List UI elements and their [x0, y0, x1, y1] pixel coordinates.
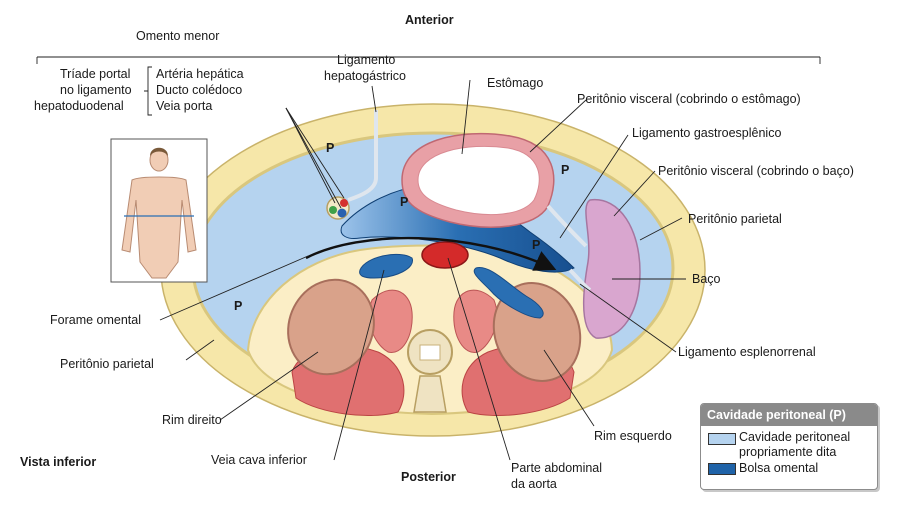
splenorenal-ligament — [568, 268, 592, 292]
vertebral-canal — [419, 344, 441, 361]
spinous-process — [413, 375, 447, 413]
rim-direito-label: Rim direito — [162, 413, 222, 427]
lig-hepatogastrico-label-1: Ligamento — [337, 53, 396, 67]
legend-title: Cavidade peritoneal (P) — [701, 404, 877, 426]
leader-lines — [36, 56, 821, 461]
legend-swatch-peritoneal-cavity — [708, 433, 736, 445]
legend-item2: Bolsa omental — [739, 461, 819, 475]
peritonio-parietal-left-label: Peritônio parietal — [60, 357, 154, 371]
rim-esquerdo-label: Rim esquerdo — [594, 429, 672, 443]
stomach-lumen — [417, 145, 540, 216]
p-marker-5: P — [234, 299, 243, 313]
portal-vein — [337, 208, 347, 218]
parte-abdominal-label-1: Parte abdominal — [511, 461, 603, 475]
triad-bracket — [144, 66, 152, 116]
gastrosplenic-ligament — [546, 204, 588, 248]
view-label: Vista inferior — [20, 455, 97, 469]
p-marker-3: P — [400, 195, 409, 209]
p-marker-2: P — [561, 163, 570, 177]
triade-label-line2: no ligamento — [60, 83, 132, 97]
estomago-label: Estômago — [487, 76, 544, 90]
legend-box: Cavidade peritoneal (P) Cavidade periton… — [700, 403, 878, 490]
hepatogastric-ligament — [347, 110, 378, 202]
peritonio-visceral-baco-label: Peritônio visceral (cobrindo o baço) — [658, 164, 854, 178]
omento-menor-label: Omento menor — [136, 29, 220, 43]
legend-item1-line2: propriamente dita — [739, 445, 837, 459]
lig-gastroesplenico-label: Ligamento gastroesplênico — [632, 126, 782, 140]
aorta — [421, 241, 469, 269]
anterior-label: Anterior — [405, 13, 454, 27]
baco-label: Baço — [692, 272, 721, 286]
body-inset-figure — [121, 148, 197, 279]
legend-item1-line1: Cavidade peritoneal — [739, 430, 851, 444]
spleen — [582, 199, 641, 339]
legend-swatch-omental-bursa — [708, 463, 736, 475]
inset-hair — [150, 147, 168, 156]
lig-esplenorrenal-label: Ligamento esplenorrenal — [678, 345, 816, 359]
p-marker-4: P — [532, 238, 541, 252]
p-marker-1: P — [326, 141, 335, 155]
peritonio-visceral-estomago-label: Peritônio visceral (cobrindo o estômago) — [577, 92, 801, 106]
veia-cava-inferior-label: Veia cava inferior — [211, 453, 307, 467]
right-kidney — [287, 278, 375, 376]
veia-porta-label: Veia porta — [156, 99, 213, 113]
parte-abdominal-label-2: da aorta — [511, 477, 557, 491]
legend-item-omental-bursa: Bolsa omental — [701, 458, 877, 480]
lig-hepatogastrico-label-2: hepatogástrico — [324, 69, 407, 83]
ducto-coledoco-label: Ducto colédoco — [156, 83, 243, 97]
legend-item-peritoneal-cavity: Cavidade peritoneal propriamente dita — [701, 426, 877, 459]
bile-duct — [329, 206, 337, 214]
omental-foramen-arrow — [305, 236, 557, 271]
triade-label-line3: hepatoduodenal — [34, 99, 124, 113]
peritonio-parietal-right-label: Peritônio parietal — [688, 212, 782, 226]
posterior-label: Posterior — [401, 470, 456, 484]
hepatic-artery — [340, 199, 348, 207]
renal-vein-left — [473, 267, 544, 319]
arteria-hepatica-label: Artéria hepática — [156, 67, 244, 81]
triade-label-line1: Tríade portal — [60, 67, 131, 81]
forame-omental-label: Forame omental — [50, 313, 142, 327]
inferior-vena-cava — [359, 253, 413, 279]
